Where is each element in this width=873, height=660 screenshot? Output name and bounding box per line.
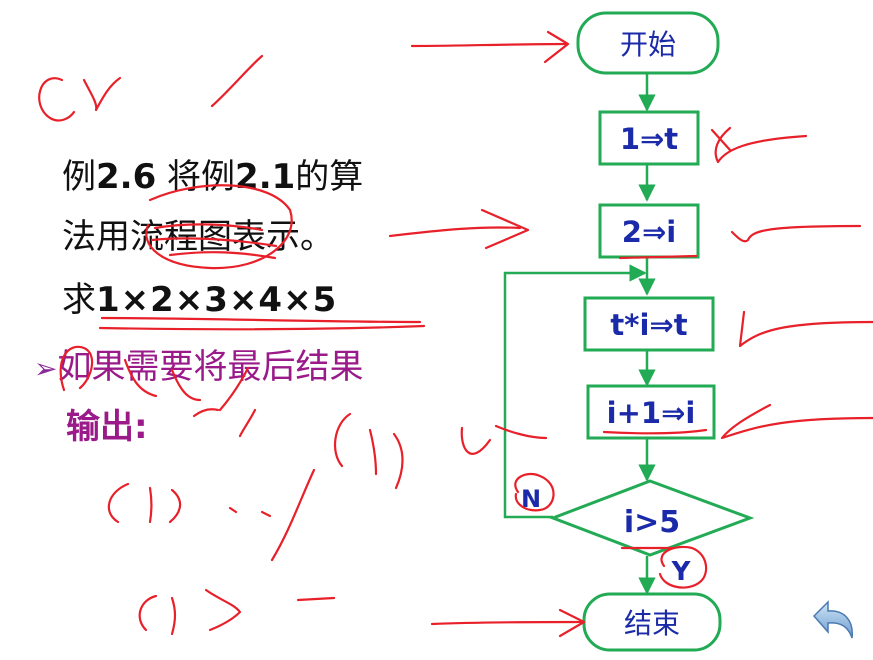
step1-node: 1⇒t <box>598 110 700 166</box>
title-line-1: 例2.6 将例2.1的算 <box>62 160 363 194</box>
step2-label: 2⇒i <box>622 215 676 249</box>
bullet-text-1: 如果需要将最后结果 <box>57 347 364 387</box>
decision-node: i>5 <box>548 479 755 557</box>
title-ref-num: 2.1 <box>235 157 296 197</box>
step3-node: t*i⇒t <box>583 296 715 352</box>
title-text-c: 的算 <box>295 157 364 197</box>
step4-label: i+1⇒i <box>607 396 696 430</box>
title-example-num: 2.6 <box>96 157 157 197</box>
step1-label: 1⇒t <box>620 122 678 156</box>
title-text-a: 例 <box>62 157 96 197</box>
yes-branch-label: Y <box>671 557 692 587</box>
title-line-2: 法用流程图表示。 <box>62 217 334 257</box>
title-text-b: 将例 <box>156 157 236 197</box>
step2-node: 2⇒i <box>598 203 700 259</box>
back-button[interactable] <box>806 598 858 646</box>
end-label: 结束 <box>624 607 680 640</box>
end-node: 结束 <box>582 592 722 652</box>
ink-annotations <box>38 30 873 638</box>
step4-node: i+1⇒i <box>586 384 716 440</box>
formula-expression: 1×2×3×4×5 <box>96 280 338 320</box>
step3-label: t*i⇒t <box>610 308 687 342</box>
decision-label: i>5 <box>624 505 680 540</box>
bullet-line-1: ➢如果需要将最后结果 <box>34 350 363 384</box>
start-label: 开始 <box>620 28 676 61</box>
flow-connectors <box>503 74 656 595</box>
formula-prefix: 求 <box>62 280 96 320</box>
no-branch-label: N <box>521 485 541 513</box>
formula-line: 求1×2×3×4×5 <box>62 283 337 317</box>
start-node: 开始 <box>576 11 720 75</box>
bullet-line-2: 输出: <box>66 407 148 447</box>
return-arrow-icon <box>812 600 853 639</box>
bullet-arrow-icon: ➢ <box>34 352 58 385</box>
